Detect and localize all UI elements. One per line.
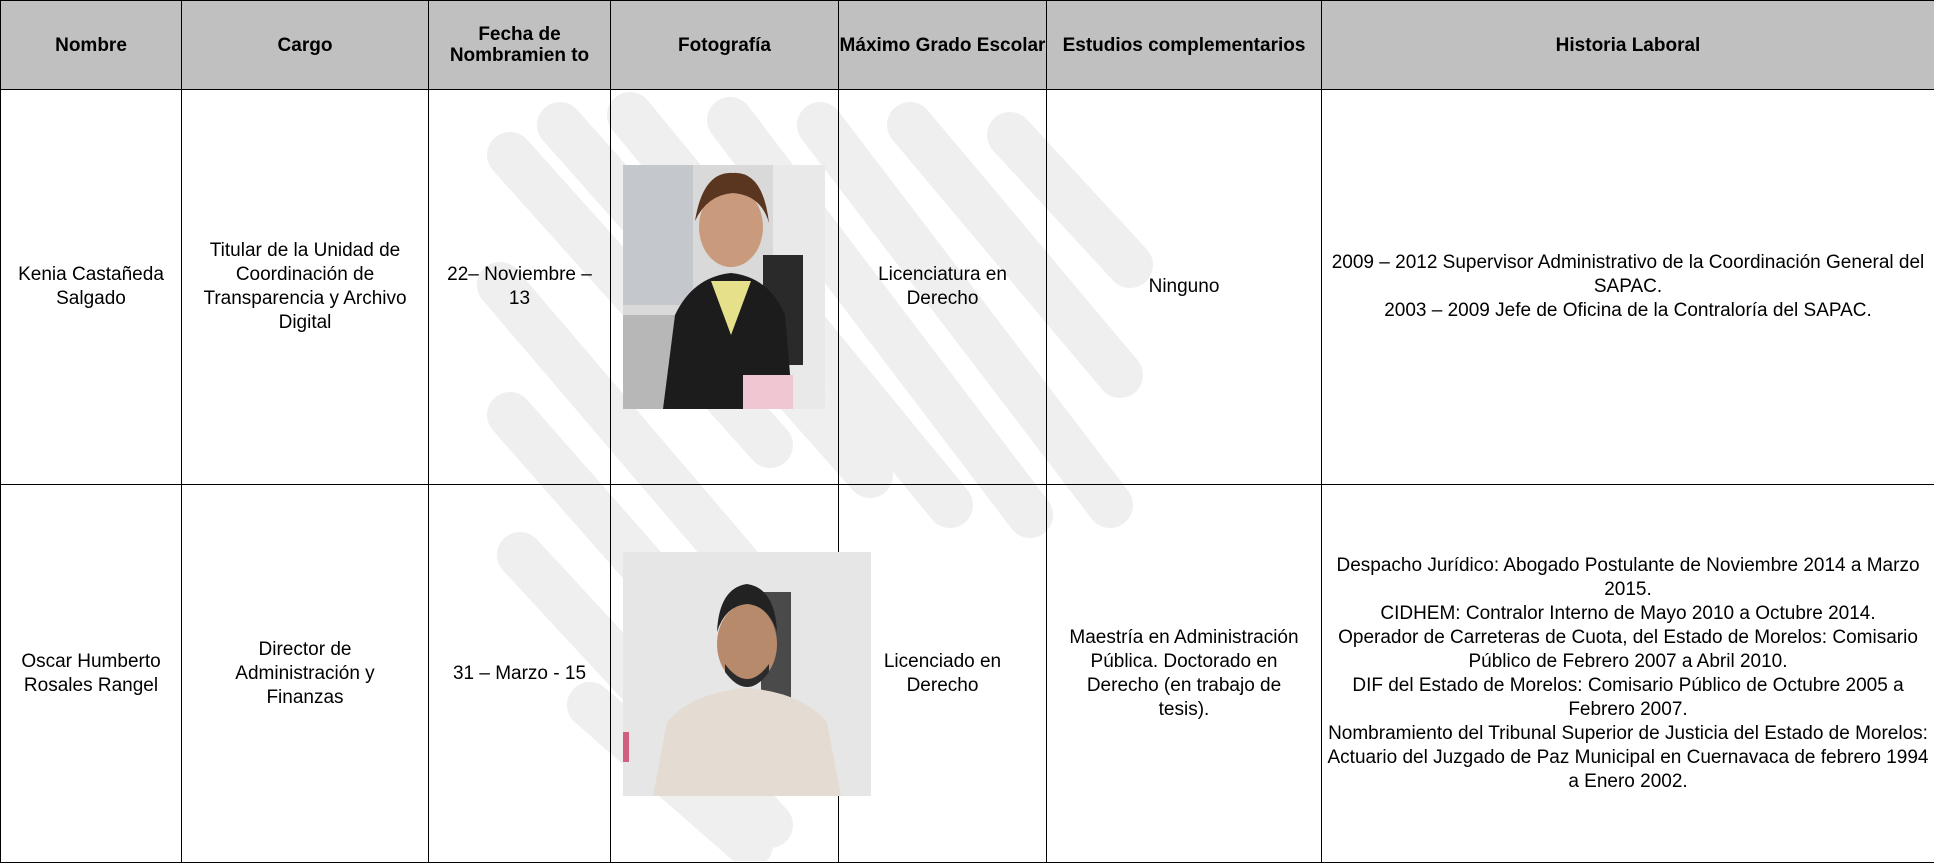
photo-kenia (623, 165, 825, 409)
cell-nombre: Kenia Castañeda Salgado (1, 90, 182, 485)
header-fotografia: Fotografía (611, 1, 839, 90)
nombre-text: Kenia Castañeda Salgado (18, 264, 164, 309)
cargo-text: Director de Administración y Finanzas (235, 639, 374, 708)
historia-item: 2009 – 2012 Supervisor Administrativo de… (1322, 251, 1934, 299)
table-row: Oscar Humberto Rosales Rangel Director d… (1, 485, 1934, 863)
fecha-text: 22– Noviembre – 13 (447, 264, 592, 309)
cargo-text: Titular de la Unidad de Coordinación de … (203, 240, 406, 333)
cell-cargo: Titular de la Unidad de Coordinación de … (182, 90, 429, 485)
cell-cargo: Director de Administración y Finanzas (182, 485, 429, 863)
header-estudios: Estudios complementarios (1047, 1, 1322, 90)
cell-fotografia (611, 90, 839, 485)
historia-item: Operador de Carreteras de Cuota, del Est… (1322, 626, 1934, 674)
historia-item: Nombramiento del Tribunal Superior de Ju… (1322, 722, 1934, 794)
header-historia: Historia Laboral (1322, 1, 1934, 90)
header-nombre: Nombre (1, 1, 182, 90)
historia-item: Despacho Jurídico: Abogado Postulante de… (1322, 554, 1934, 602)
estudios-text: Ninguno (1149, 276, 1220, 297)
cell-estudios: Maestría en Administración Pública. Doct… (1047, 485, 1322, 863)
historia-item: DIF del Estado de Morelos: Comisario Púb… (1322, 674, 1934, 722)
estudios-text: Maestría en Administración Pública. Doct… (1069, 627, 1298, 720)
cell-fotografia (611, 485, 839, 863)
cell-historia: Despacho Jurídico: Abogado Postulante de… (1322, 485, 1934, 863)
header-fecha: Fecha de Nombramien to (429, 1, 611, 90)
header-row: Nombre Cargo Fecha de Nombramien to Foto… (1, 1, 1934, 90)
photo-oscar (623, 552, 871, 796)
cell-fecha: 31 – Marzo - 15 (429, 485, 611, 863)
historia-item: 2003 – 2009 Jefe de Oficina de la Contra… (1322, 299, 1934, 323)
grado-text: Licenciatura en Derecho (878, 264, 1007, 309)
historia-item: CIDHEM: Contralor Interno de Mayo 2010 a… (1322, 602, 1934, 626)
header-grado: Máximo Grado Escolar (839, 1, 1047, 90)
table-row: Kenia Castañeda Salgado Titular de la Un… (1, 90, 1934, 485)
fecha-text: 31 – Marzo - 15 (453, 663, 586, 684)
header-cargo: Cargo (182, 1, 429, 90)
cell-estudios: Ninguno (1047, 90, 1322, 485)
cell-fecha: 22– Noviembre – 13 (429, 90, 611, 485)
cell-historia: 2009 – 2012 Supervisor Administrativo de… (1322, 90, 1934, 485)
grado-text: Licenciado en Derecho (884, 651, 1001, 696)
nombre-text: Oscar Humberto Rosales Rangel (21, 651, 160, 696)
cell-nombre: Oscar Humberto Rosales Rangel (1, 485, 182, 863)
cell-grado: Licenciatura en Derecho (839, 90, 1047, 485)
